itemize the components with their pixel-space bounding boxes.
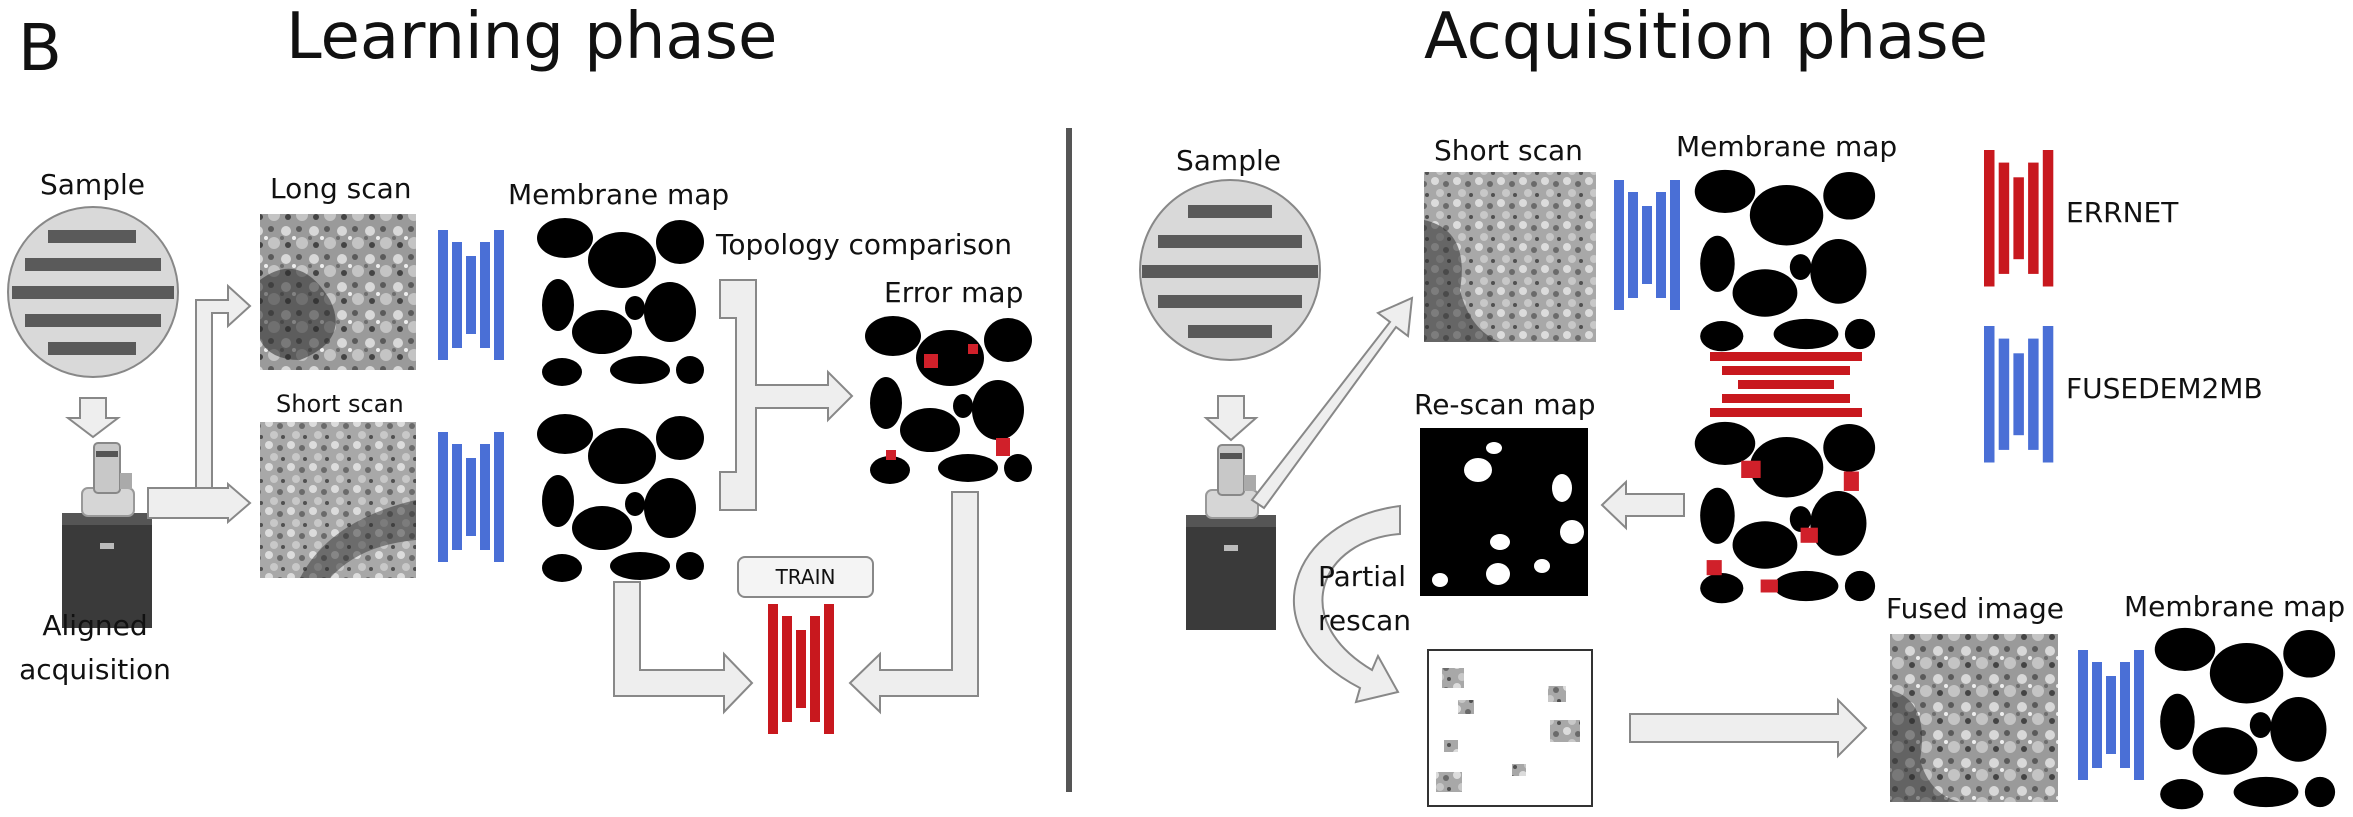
- legend-errnet-label: ERRNET: [2066, 196, 2179, 229]
- diagonal-arrow-icon: [1250, 296, 1414, 510]
- membrane-map-label: Membrane map: [508, 178, 730, 211]
- errnet-decoder-icon: [1710, 352, 1862, 417]
- sample-label: Sample: [1176, 144, 1281, 177]
- fusedem2mb-network-icon: [438, 230, 504, 360]
- long-scan-label: Long scan: [270, 172, 412, 205]
- sample-label: Sample: [40, 168, 145, 201]
- rescan-map-label: Re-scan map: [1414, 388, 1596, 421]
- legend-fusedem2mb-label: FUSEDEM2MB: [2066, 372, 2263, 405]
- membrane-map-label: Membrane map: [1676, 130, 1898, 163]
- curved-arrow-icon: [1293, 504, 1401, 704]
- acquisition-label: acquisition: [19, 653, 171, 686]
- short-scan-image: [260, 422, 416, 578]
- microscope-icon: [1185, 444, 1277, 631]
- membrane-map-image: [1694, 169, 1876, 352]
- membrane-map-image: [2154, 627, 2336, 810]
- left-arrow-icon: [1600, 479, 1685, 531]
- fusedem2mb-network-icon: [2078, 650, 2144, 780]
- panel-letter: B: [18, 12, 62, 86]
- topology-comparison-label: Topology comparison: [716, 228, 1013, 261]
- short-scan-image: [1424, 172, 1596, 342]
- learning-phase-title: Learning phase: [286, 0, 778, 74]
- right-arrow-icon: [1629, 697, 1868, 759]
- sample-disk-icon: [1139, 179, 1321, 361]
- fused-image: [1890, 634, 2058, 802]
- membrane-map-image: [537, 218, 704, 386]
- microscope-icon: [61, 442, 153, 629]
- partial-label: Partial: [1318, 560, 1406, 593]
- acquisition-phase-title: Acquisition phase: [1424, 0, 1988, 74]
- error-map-label: Error map: [884, 276, 1024, 309]
- legend-fusedem2mb-icon: [1984, 326, 2054, 463]
- sample-disk-icon: [7, 206, 179, 378]
- error-membrane-map-image: [1694, 421, 1876, 604]
- down-arrow-icon: [1203, 395, 1259, 442]
- train-arrow-icon: [613, 491, 979, 715]
- fusedem2mb-network-icon: [1614, 180, 1680, 310]
- short-scan-label: Short scan: [276, 390, 404, 418]
- fused-image-label: Fused image: [1886, 592, 2065, 625]
- legend-errnet-icon: [1984, 150, 2054, 287]
- split-arrow-icon: [147, 283, 252, 525]
- error-map-image: [865, 316, 1032, 484]
- train-badge: TRAIN: [737, 556, 874, 598]
- short-scan-label: Short scan: [1434, 134, 1583, 167]
- phase-divider: [1066, 128, 1072, 792]
- comparison-arrow-icon: [719, 279, 854, 511]
- partial-rescan-image: [1427, 649, 1593, 807]
- aligned-label: Aligned: [42, 609, 148, 642]
- membrane-map-image: [537, 414, 704, 582]
- membrane-map-label: Membrane map: [2124, 590, 2346, 623]
- fusedem2mb-network-icon: [438, 432, 504, 562]
- down-arrow-icon: [65, 397, 121, 439]
- rescan-label: rescan: [1318, 604, 1412, 637]
- errnet-network-icon: [768, 604, 834, 734]
- long-scan-image: [260, 214, 416, 370]
- rescan-map-image: [1420, 428, 1588, 596]
